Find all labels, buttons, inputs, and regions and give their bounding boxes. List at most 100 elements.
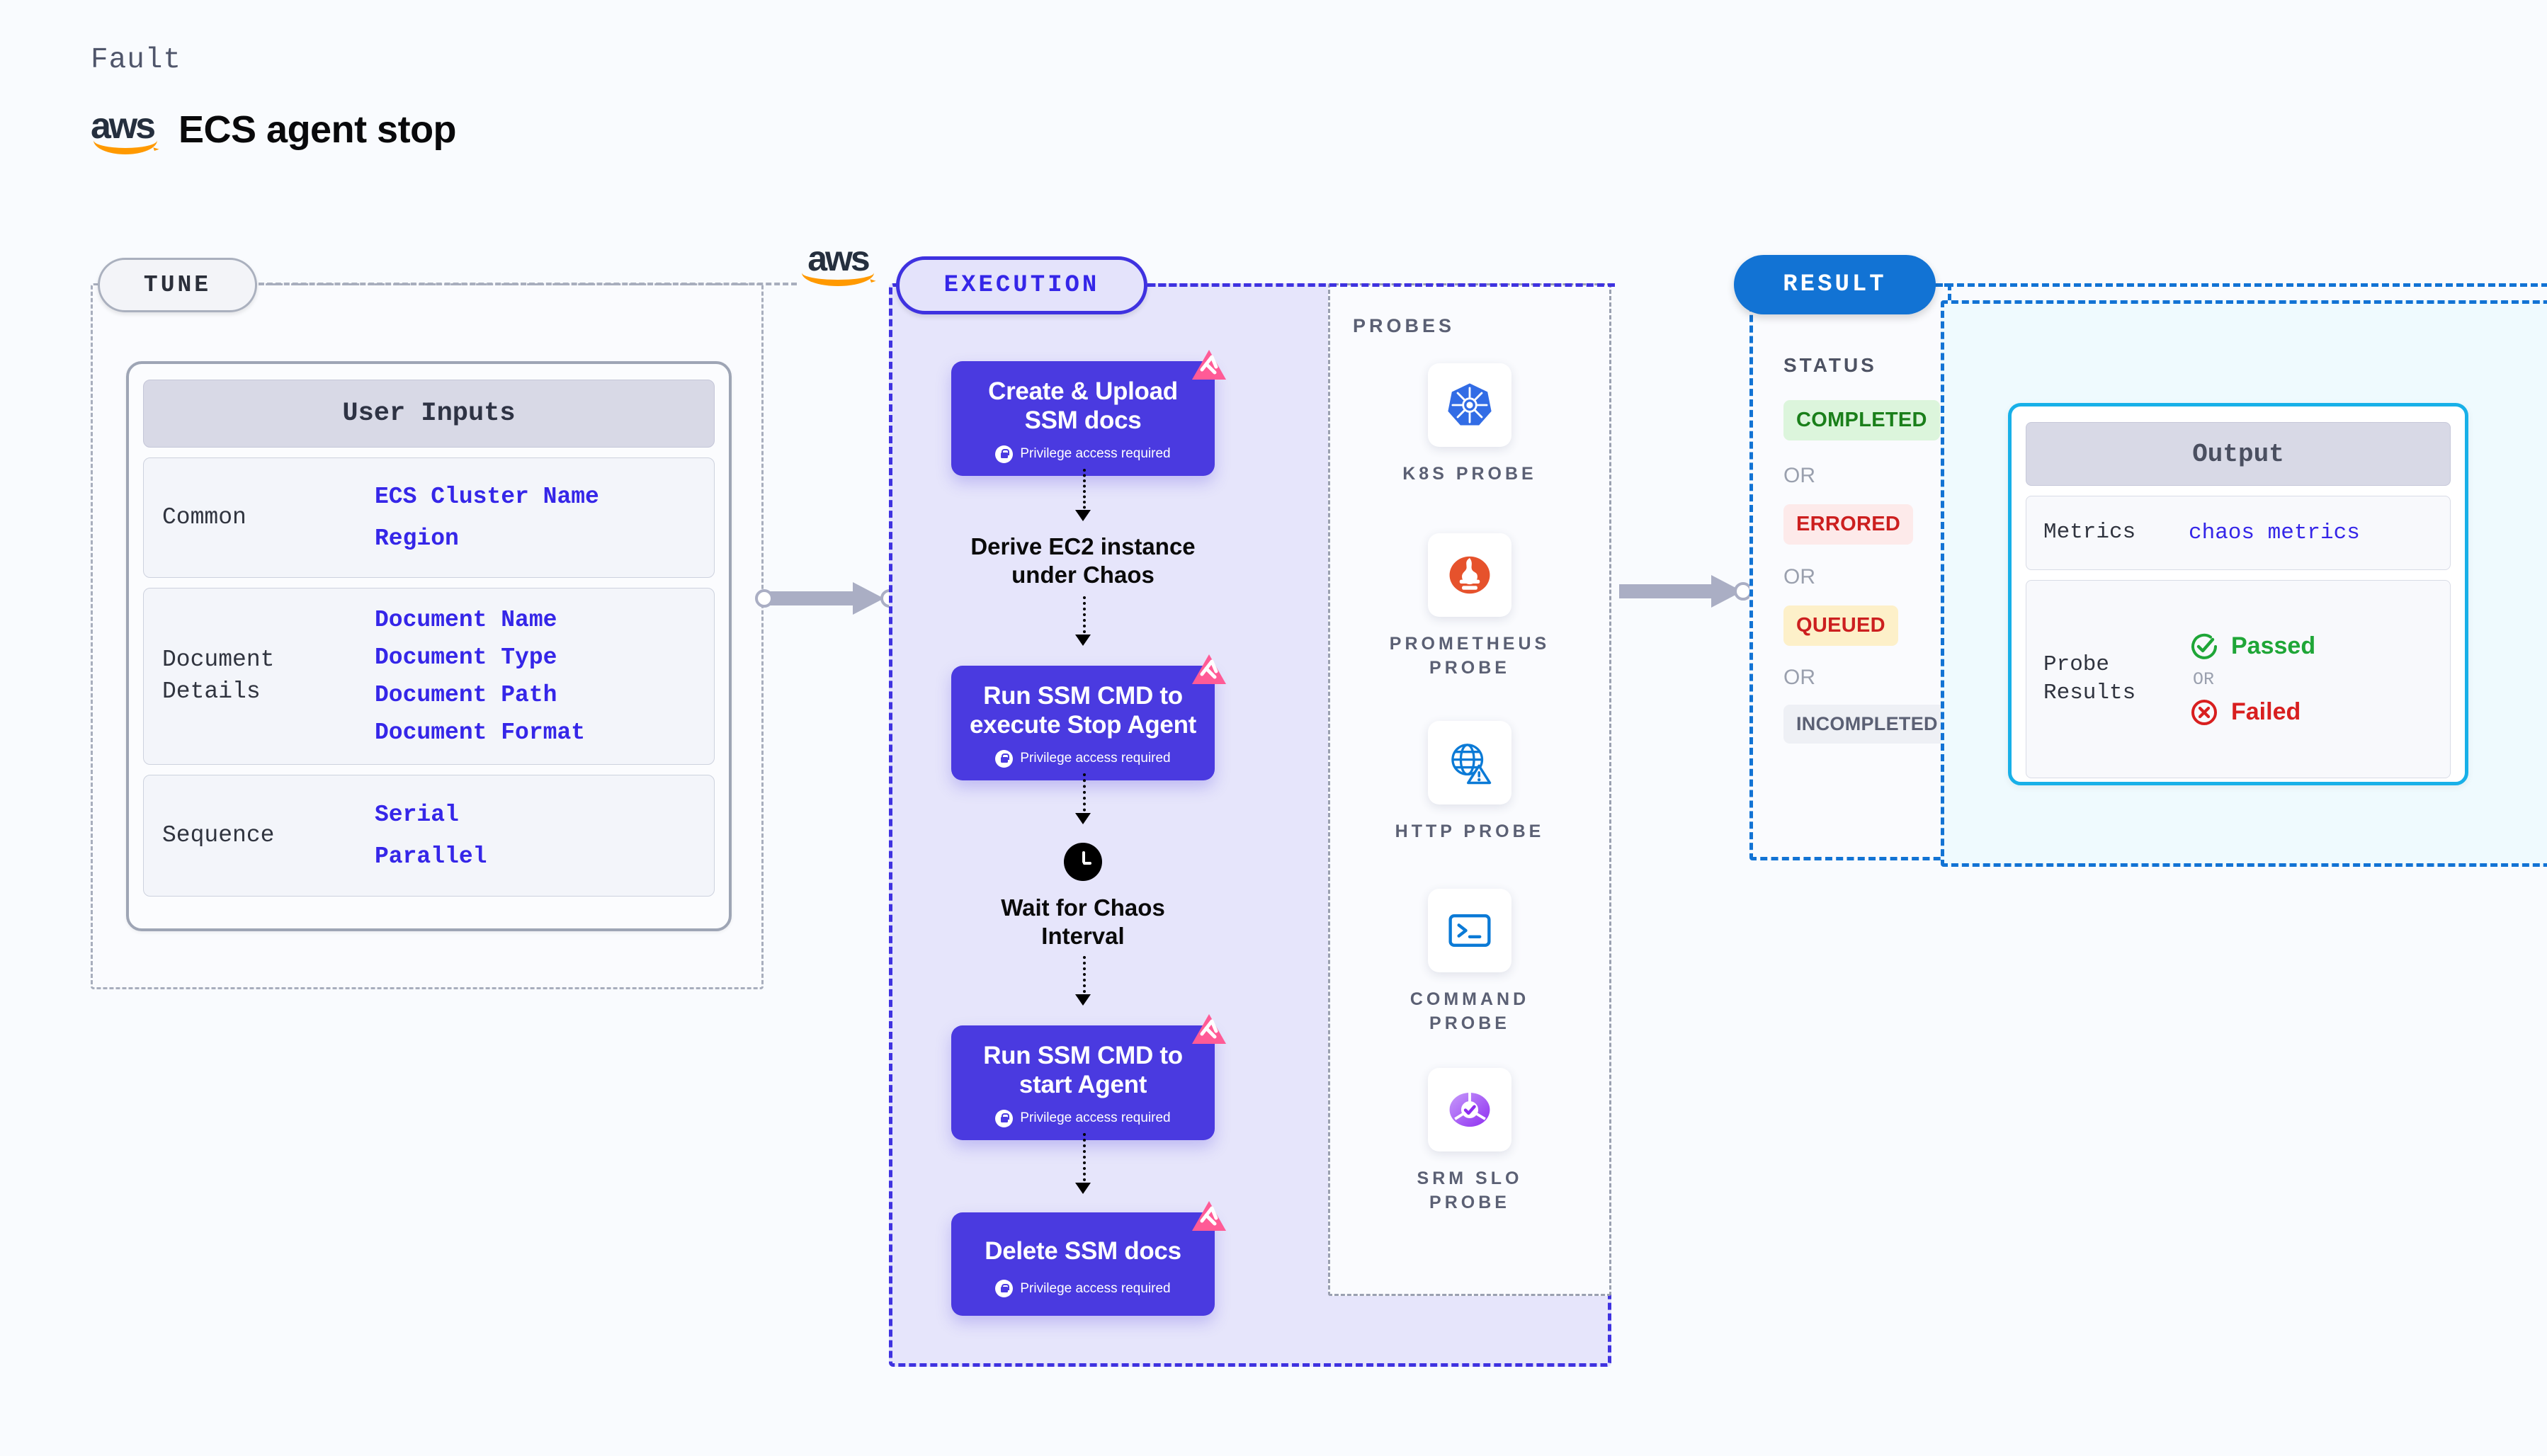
- user-inputs-title: User Inputs: [143, 380, 715, 448]
- aws-logo-icon: aws: [91, 106, 160, 154]
- status-badge-errored: ERRORED: [1783, 504, 1914, 545]
- prometheus-icon: [1449, 556, 1490, 594]
- title-row: aws ECS agent stop: [91, 106, 457, 154]
- input-group-sequence: Sequence Serial Parallel: [143, 775, 715, 897]
- input-field-serial[interactable]: Serial: [375, 802, 459, 828]
- input-field-document-format[interactable]: Document Format: [375, 720, 586, 746]
- privilege-note-text: Privilege access required: [1020, 1110, 1171, 1126]
- probe-icon-tile: [1428, 889, 1511, 972]
- flow-node-run-ssm-cmd-start-agent[interactable]: Run SSM CMD to start Agent Privilege acc…: [951, 1014, 1226, 1140]
- probe-http[interactable]: HTTP PROBE: [1330, 721, 1609, 844]
- arrow-tune-to-execution: [764, 582, 891, 615]
- input-group-common: Common ECS Cluster Name Region: [143, 457, 715, 578]
- input-group-document-details: Document Details Document Name Document …: [143, 588, 715, 765]
- status-badge-incompleted: INCOMPLETED: [1783, 705, 1951, 744]
- flow-node-label: Run SSM CMD to execute Stop Agent: [969, 682, 1197, 739]
- flow-node-label: Delete SSM docs: [985, 1237, 1181, 1265]
- input-field-document-name[interactable]: Document Name: [375, 607, 557, 633]
- terminal-icon: [1448, 914, 1491, 947]
- x-circle-icon: [2191, 699, 2217, 725]
- probes-section-label: PROBES: [1353, 315, 1456, 336]
- input-group-label: Document Details: [162, 647, 275, 705]
- lock-icon: [995, 1109, 1014, 1127]
- probe-icon-tile: [1428, 721, 1511, 804]
- lock-icon: [995, 1280, 1014, 1298]
- litmus-badge-icon: [1192, 1201, 1226, 1231]
- input-field-parallel[interactable]: Parallel: [375, 843, 487, 870]
- aws-logo-text: aws: [807, 239, 870, 278]
- input-group-label: Common: [162, 504, 246, 530]
- result-pill-label: RESULT: [1734, 255, 1936, 314]
- status-badge-completed: COMPLETED: [1783, 400, 1940, 440]
- status-section-label: STATUS: [1783, 354, 1877, 376]
- aws-logo-text: aws: [91, 106, 156, 147]
- probe-srm-slo[interactable]: SRM SLO PROBE: [1330, 1068, 1609, 1215]
- user-inputs-card: User Inputs Common ECS Cluster Name Regi…: [126, 361, 732, 931]
- flow-connector: [1083, 773, 1086, 817]
- flow-node-label: Run SSM CMD to start Agent: [983, 1042, 1183, 1099]
- flow-connector-arrow: [1075, 813, 1091, 824]
- flow-connector: [1083, 596, 1086, 639]
- input-field-region[interactable]: Region: [375, 525, 459, 552]
- slo-donut-icon: [1449, 1091, 1490, 1127]
- flow-connector-arrow: [1075, 1183, 1091, 1194]
- flow-node-create-upload-ssm-docs[interactable]: Create & Upload SSM docs Privilege acces…: [951, 350, 1226, 476]
- privilege-note: Privilege access required: [963, 1280, 1203, 1298]
- tune-connector-line: [259, 283, 797, 285]
- input-field-document-type[interactable]: Document Type: [375, 644, 557, 671]
- privilege-note-text: Privilege access required: [1020, 1280, 1171, 1296]
- input-field-document-path[interactable]: Document Path: [375, 682, 557, 708]
- output-metrics-label: Metrics: [2043, 520, 2136, 545]
- probe-command[interactable]: COMMAND PROBE: [1330, 889, 1609, 1036]
- or-text: OR: [2193, 669, 2215, 690]
- flow-connector: [1083, 956, 1086, 999]
- flow-connector-arrow: [1075, 635, 1091, 646]
- privilege-note: Privilege access required: [963, 445, 1203, 463]
- flow-step-wait-for-chaos-interval: Wait for Chaos Interval: [1001, 894, 1165, 949]
- result-panel: RESULT STATUS COMPLETED OR ERRORED OR QU…: [1734, 255, 2547, 860]
- flow-node-delete-ssm-docs[interactable]: Delete SSM docs Privilege access require…: [951, 1201, 1226, 1316]
- flow-connector: [1083, 1133, 1086, 1187]
- output-row-metrics: Metrics chaos metrics: [2026, 496, 2451, 570]
- tune-panel: TUNE aws User Inputs Common ECS Cluster …: [91, 241, 877, 989]
- execution-connector-line: [1147, 283, 1615, 287]
- clock-icon: [1064, 843, 1102, 881]
- probe-k8s[interactable]: K8S PROBE: [1330, 363, 1609, 487]
- probe-label: K8S PROBE: [1402, 464, 1537, 484]
- probes-panel: PROBES K8S PROBE: [1328, 283, 1611, 1296]
- flow-connector-arrow: [1075, 510, 1091, 521]
- output-row-probe-results: Probe Results Passed OR Failed: [2026, 580, 2451, 778]
- flow-connector: [1083, 469, 1086, 514]
- probe-icon-tile: [1428, 1068, 1511, 1151]
- probe-label: COMMAND PROBE: [1409, 989, 1530, 1033]
- probe-result-passed: Passed: [2189, 631, 2315, 662]
- privilege-note-text: Privilege access required: [1020, 751, 1171, 766]
- probe-result-passed-label: Passed: [2231, 632, 2316, 659]
- privilege-note: Privilege access required: [963, 749, 1203, 768]
- arrow-endcap: [755, 589, 773, 608]
- probe-label: HTTP PROBE: [1395, 821, 1545, 841]
- input-field-ecs-cluster-name[interactable]: ECS Cluster Name: [375, 484, 599, 510]
- probe-label: SRM SLO PROBE: [1417, 1168, 1523, 1212]
- probe-result-failed-label: Failed: [2231, 698, 2301, 725]
- http-globe-icon: [1451, 744, 1492, 785]
- probe-icon-tile: [1428, 363, 1511, 447]
- probe-label: PROMETHEUS PROBE: [1389, 634, 1550, 678]
- flow-connector-arrow: [1075, 994, 1091, 1006]
- output-probe-results-label: Probe Results: [2043, 652, 2136, 705]
- litmus-badge-icon: [1192, 350, 1226, 380]
- lock-icon: [995, 749, 1014, 768]
- input-group-label: Sequence: [162, 821, 275, 848]
- flow-step-derive-ec2-instance: Derive EC2 instance under Chaos: [970, 533, 1196, 588]
- page-title: ECS agent stop: [178, 108, 457, 151]
- flow-node-label: Create & Upload SSM docs: [988, 377, 1178, 435]
- output-card-title: Output: [2026, 422, 2451, 486]
- or-text: OR: [1783, 666, 1815, 689]
- execution-flow: Create & Upload SSM docs Privilege acces…: [889, 283, 1328, 1367]
- output-metrics-value[interactable]: chaos metrics: [2189, 521, 2360, 545]
- flow-node-run-ssm-cmd-stop-agent[interactable]: Run SSM CMD to execute Stop Agent Privil…: [951, 654, 1226, 780]
- lock-icon: [995, 445, 1014, 463]
- probe-prometheus[interactable]: PROMETHEUS PROBE: [1330, 533, 1609, 681]
- status-badge-queued: QUEUED: [1783, 605, 1898, 646]
- litmus-badge-icon: [1192, 654, 1226, 684]
